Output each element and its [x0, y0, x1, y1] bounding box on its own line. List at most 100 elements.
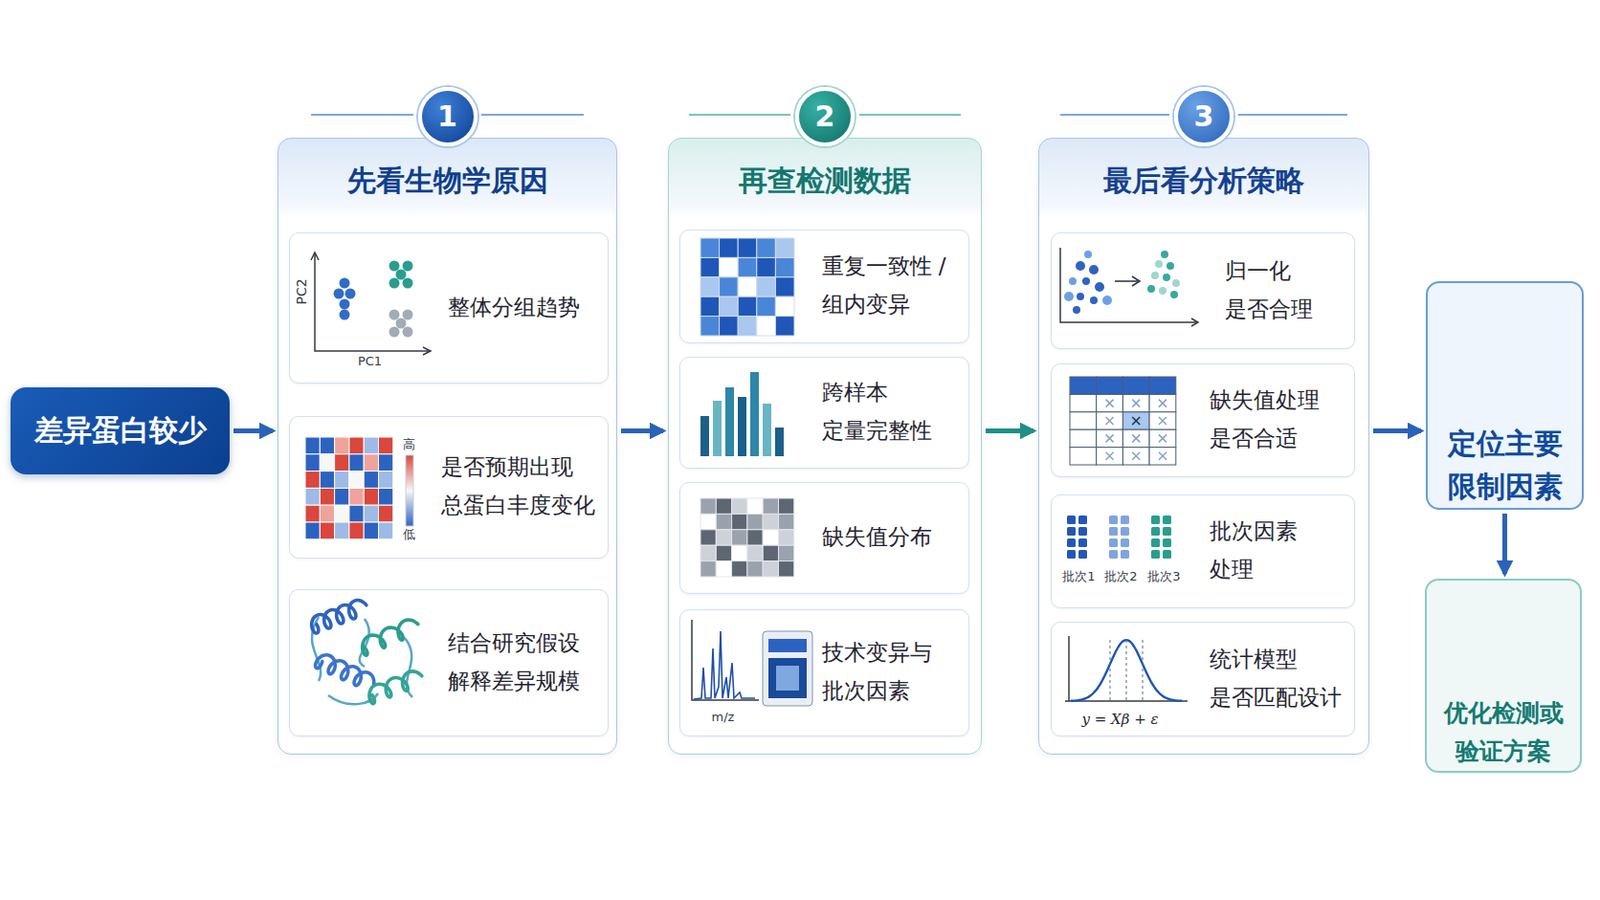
cell	[762, 529, 778, 545]
cell	[737, 257, 757, 277]
cell	[377, 488, 393, 506]
flow-arrow	[1502, 513, 1508, 575]
axis	[1060, 247, 1198, 323]
dot	[338, 298, 350, 310]
cell	[718, 296, 738, 316]
flow-arrow	[985, 428, 1034, 434]
cell	[348, 470, 363, 489]
batch-square	[1162, 538, 1172, 548]
dot	[388, 277, 400, 289]
cell	[715, 498, 732, 514]
cell	[1149, 394, 1177, 412]
cell	[319, 522, 334, 540]
dot	[1064, 291, 1074, 302]
node-text: 定位主要 限制因素	[1443, 422, 1568, 509]
batch-square	[1151, 538, 1160, 548]
instrument-door	[768, 658, 807, 699]
cell	[755, 296, 776, 316]
cell	[363, 505, 378, 523]
cell	[737, 315, 757, 335]
panel-title: 最后看分析策略	[1039, 161, 1369, 201]
node-text: 技术变异与 批次因素	[822, 634, 942, 711]
data-panel: 重复一致性 / 组内变异跨样本 定量完整性缺失值分布技术变异与 批次因素m/z2…	[667, 137, 982, 756]
dot	[388, 309, 400, 320]
batch-square	[1120, 527, 1130, 536]
batch-square	[1109, 515, 1118, 525]
dot	[1089, 296, 1098, 305]
dot	[344, 288, 356, 299]
cell	[363, 522, 378, 540]
batch-square	[1109, 538, 1118, 548]
cell	[777, 529, 794, 545]
cell	[1149, 411, 1177, 429]
check-card: 归一化 是否合理	[1050, 232, 1356, 350]
missing-mark	[1105, 451, 1113, 460]
cell	[1069, 411, 1097, 429]
start-pill: 差异蛋白较少	[10, 387, 230, 475]
instrument-screen	[768, 639, 807, 653]
axis-label: 低	[402, 526, 416, 544]
node-text: 结合研究假设 解释差异规模	[447, 624, 592, 701]
cell	[333, 453, 349, 471]
cell	[305, 488, 320, 506]
cell	[775, 257, 795, 277]
cell	[333, 488, 349, 506]
step-number: 1	[418, 87, 478, 147]
batch-square	[1066, 515, 1076, 525]
cell	[700, 257, 720, 277]
missing-mark	[1105, 434, 1113, 443]
guide-line	[1125, 640, 1127, 702]
axis-label: 高	[402, 436, 416, 454]
cell	[755, 315, 776, 335]
cell	[746, 498, 762, 514]
cell	[377, 453, 393, 471]
cell	[1122, 377, 1150, 395]
check-card: 是否预期出现 总蛋白丰度变化高低	[288, 416, 609, 559]
bar	[762, 403, 772, 457]
analysis-panel: 归一化 是否合理缺失值处理 是否合适批次因素 处理批次1批次2批次3统计模型 是…	[1038, 137, 1370, 756]
batch-square	[1162, 550, 1172, 559]
missing-mark	[1132, 417, 1140, 425]
cell	[1069, 429, 1097, 447]
dot	[338, 309, 350, 320]
cell	[1095, 394, 1123, 412]
cell	[319, 437, 334, 455]
dot	[1158, 287, 1167, 295]
axis-head	[311, 252, 431, 356]
cell	[1122, 446, 1150, 465]
bar	[737, 397, 747, 457]
target-icon	[1425, 417, 1584, 423]
helix	[361, 620, 418, 656]
rule-line	[311, 113, 414, 116]
missing-mark	[1105, 399, 1113, 407]
node-text: 缺失值分布	[822, 518, 933, 557]
bell-curve	[1070, 640, 1182, 702]
cell	[348, 437, 363, 455]
cell	[731, 545, 747, 561]
cell	[746, 529, 762, 545]
arrow-head	[1132, 276, 1140, 287]
dot	[401, 260, 413, 271]
spectrum	[693, 631, 756, 700]
missing-mark	[1157, 451, 1166, 460]
cell	[777, 513, 794, 530]
dot	[1162, 273, 1171, 282]
cell	[700, 529, 716, 545]
batch-square	[1109, 527, 1118, 536]
dot	[1172, 279, 1180, 288]
batch-square	[1078, 527, 1088, 536]
cell	[1149, 377, 1177, 395]
bar	[725, 387, 734, 457]
cell	[319, 470, 334, 489]
check-card: 批次因素 处理批次1批次2批次3	[1050, 494, 1356, 609]
axis	[1067, 636, 1070, 702]
cell	[377, 522, 393, 540]
instrument-body	[762, 631, 813, 707]
cell	[700, 498, 716, 514]
flow-arrow	[233, 428, 273, 434]
cell	[700, 545, 716, 561]
cell	[746, 513, 762, 530]
axis-label: PC1	[357, 353, 382, 368]
color-bar	[405, 455, 414, 527]
cell	[746, 560, 762, 577]
